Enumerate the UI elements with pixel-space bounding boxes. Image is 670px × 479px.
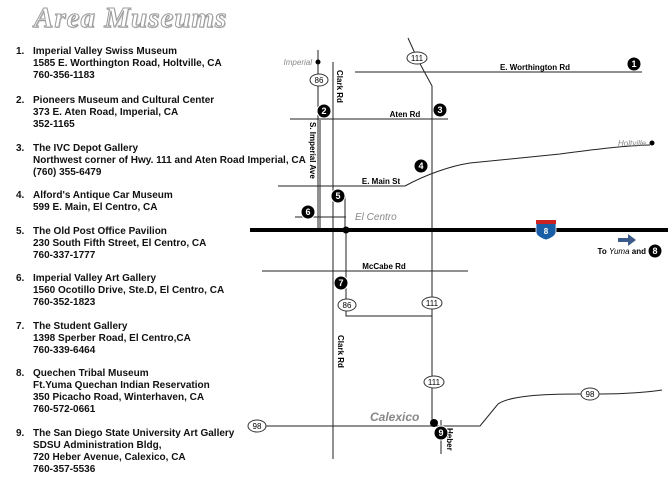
clark-north-label: Clark Rd — [335, 70, 344, 103]
museum-name: The Student Gallery — [33, 321, 128, 332]
museum-address: 599 E. Main, El Centro, CA — [33, 202, 158, 213]
museum-address: 1560 Ocotillo Drive, Ste.D, El Centro, C… — [33, 285, 225, 296]
marker-8 — [647, 243, 663, 259]
museum-phone: (760) 355-6479 — [33, 167, 102, 178]
museum-number: 4. — [16, 190, 25, 201]
worthington-label: E. Worthington Rd — [500, 63, 570, 72]
museum-address: 373 E. Aten Road, Imperial, CA — [33, 107, 179, 118]
main-street-east — [404, 144, 651, 187]
marker-1 — [626, 56, 642, 72]
museum-phone: 352-1165 — [33, 119, 75, 130]
to-yuma-label: To Yuma and — [598, 247, 647, 256]
museum-name: The IVC Depot Gallery — [33, 143, 139, 154]
mccabe-label: McCabe Rd — [362, 262, 406, 271]
marker-2 — [316, 103, 332, 119]
museum-number: 5. — [16, 226, 25, 237]
svg-text:98: 98 — [253, 422, 262, 431]
marker-3 — [432, 102, 448, 118]
highway-98 — [250, 389, 663, 427]
hwy98-west-shield: 98 — [247, 419, 267, 433]
marker-9-label: 9 — [438, 428, 443, 438]
heber-label: Heber — [445, 428, 454, 451]
museum-location: SDSU Administration Bldg, — [33, 440, 162, 451]
museum-name: The Old Post Office Pavilion — [33, 226, 167, 237]
museum-number: 7. — [16, 321, 25, 332]
museum-phone: 760-337-1777 — [33, 250, 96, 261]
el-centro-label: El Centro — [355, 212, 397, 223]
museum-name: Imperial Valley Art Gallery — [33, 273, 157, 284]
page-title: Area Museums — [33, 2, 228, 35]
museum-phone: 760-356-1183 — [33, 70, 95, 81]
museum-number: 6. — [16, 273, 25, 284]
marker-8-label: 8 — [652, 246, 657, 256]
museum-phone: 760-572-0661 — [33, 404, 96, 415]
svg-text:98: 98 — [586, 390, 595, 399]
marker-3-label: 3 — [437, 105, 442, 115]
marker-7 — [333, 275, 349, 291]
museum-name: The San Diego State University Art Galle… — [33, 428, 235, 439]
imperial-dot — [315, 59, 321, 65]
holtville-label: Holtville — [618, 139, 647, 148]
arrow-right-icon — [618, 234, 636, 246]
svg-text:8: 8 — [544, 227, 549, 236]
museum-phone: 760-357-5536 — [33, 464, 96, 475]
clark-south-label: Clark Rd — [336, 335, 345, 368]
marker-9 — [433, 425, 449, 441]
marker-7-label: 7 — [338, 278, 343, 288]
museum-address: Northwest corner of Hwy. 111 and Aten Ro… — [33, 155, 306, 166]
museum-number: 8. — [16, 368, 25, 379]
museum-number: 1. — [16, 46, 25, 57]
hwy98-east-shield: 98 — [580, 387, 600, 401]
museum-name: Quechen Tribal Museum — [33, 368, 149, 379]
imperial-label: Imperial — [284, 58, 313, 67]
hwy86-south-shield: 86 — [337, 298, 357, 312]
hwy86-north-shield: 86 — [309, 73, 329, 87]
museum-location: Ft.Yuma Quechan Indian Reservation — [33, 380, 210, 391]
main-label: E. Main St — [362, 177, 401, 186]
marker-1-label: 1 — [631, 59, 636, 69]
hwy111-south-shield: 111 — [423, 375, 445, 389]
museum-address: 720 Heber Avenue, Calexico, CA — [33, 452, 186, 463]
svg-text:86: 86 — [315, 76, 324, 85]
svg-text:111: 111 — [411, 54, 424, 63]
museum-address: 350 Picacho Road, Winterhaven, CA — [33, 392, 205, 403]
hwy111-north-shield: 111 — [406, 51, 428, 65]
marker-6 — [300, 204, 316, 220]
museum-address: 230 South Fifth Street, El Centro, CA — [33, 238, 207, 249]
svg-text:111: 111 — [426, 299, 439, 308]
marker-5-label: 5 — [335, 191, 340, 201]
museum-address: 1398 Sperber Road, El Centro,CA — [33, 333, 191, 344]
marker-2-label: 2 — [321, 106, 326, 116]
museum-number: 2. — [16, 95, 25, 106]
museum-phone: 760-339-6464 — [33, 345, 96, 356]
aten-label: Aten Rd — [390, 110, 421, 119]
museum-number: 9. — [16, 428, 25, 439]
museum-address: 1585 E. Worthington Road, Holtville, CA — [33, 58, 222, 69]
marker-5 — [330, 188, 346, 204]
museum-phone: 760-352-1823 — [33, 297, 96, 308]
museum-list: 1. Imperial Valley Swiss Museum 1585 E. … — [0, 0, 306, 479]
calexico-label: Calexico — [370, 410, 419, 424]
museum-name: Pioneers Museum and Cultural Center — [33, 95, 215, 106]
interstate-8-shield: 8 — [535, 220, 557, 241]
museum-number: 3. — [16, 143, 25, 154]
marker-6-label: 6 — [305, 207, 310, 217]
imperial-ave-label: S. Imperial Ave — [308, 122, 317, 179]
hwy111-mid-shield: 111 — [421, 296, 443, 310]
highway-111 — [407, 37, 433, 420]
marker-4 — [413, 158, 429, 174]
museum-name: Alford's Antique Car Museum — [33, 190, 173, 201]
holtville-dot — [649, 140, 655, 146]
calexico-dot — [430, 419, 438, 427]
el-centro-dot — [342, 226, 350, 234]
marker-4-label: 4 — [418, 161, 423, 171]
svg-text:86: 86 — [343, 301, 352, 310]
museum-name: Imperial Valley Swiss Museum — [33, 46, 177, 57]
svg-text:111: 111 — [428, 378, 441, 387]
